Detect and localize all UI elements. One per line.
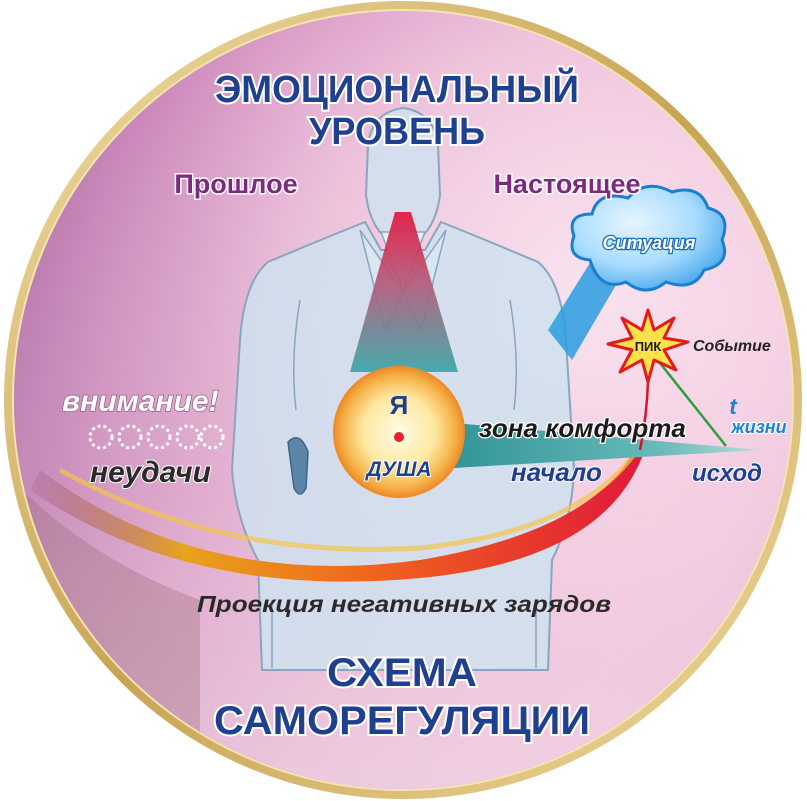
peak-label: ПИК (635, 339, 662, 354)
past-label: Прошлое (174, 169, 297, 199)
hand-shape (287, 437, 309, 495)
soul-core-dot (394, 432, 404, 442)
present-label: Настоящее (493, 169, 640, 199)
comfort-zone-label: зона комфорта (479, 413, 686, 443)
bottom-title-line-1: СХЕМА (327, 651, 477, 695)
attention-label: внимание! (62, 385, 219, 418)
start-label: начало (511, 457, 602, 487)
life-label: жизни (730, 417, 786, 437)
title-line-1: ЭМОЦИОНАЛЬНЫЙ (215, 66, 579, 111)
outcome-label: исход (692, 460, 762, 487)
text-layer: ЭМОЦИОНАЛЬНЫЙ УРОВЕНЬ Прошлое Настоящее … (61, 64, 787, 745)
projection-label: Проекция негативных зарядов (197, 591, 611, 617)
failures-label: неудачи (90, 456, 211, 489)
ya-label: Я (390, 390, 409, 420)
attention-rings (88, 424, 225, 450)
projection-arc (30, 440, 646, 582)
peak-starburst (606, 308, 690, 384)
comfort-zone-band (420, 420, 760, 470)
situation-label: Ситуация (603, 233, 696, 253)
t-label: t (729, 394, 738, 419)
bottom-title-line-2: САМОРЕГУЛЯЦИИ (214, 699, 590, 743)
situation-cloud (570, 184, 727, 292)
soul-label: ДУША (364, 458, 431, 481)
title-line-2: УРОВЕНЬ (309, 111, 485, 153)
event-label: Событие (693, 338, 771, 355)
soul-beam (350, 212, 458, 372)
